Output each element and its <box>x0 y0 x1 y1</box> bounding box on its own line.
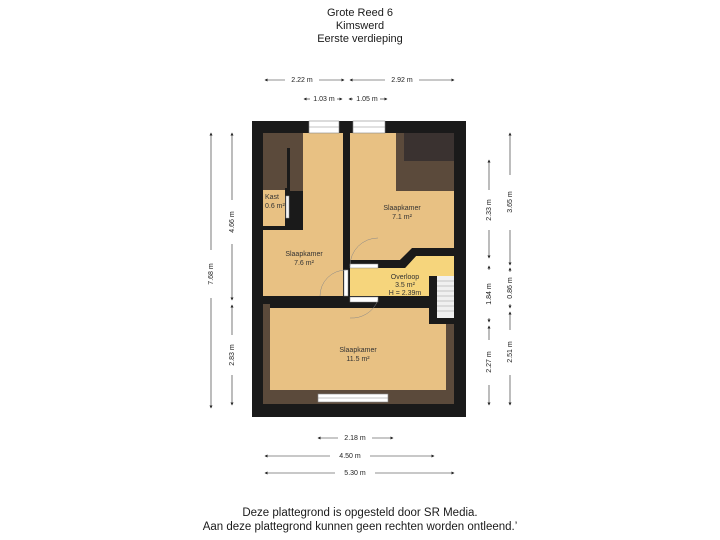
room-height-overloop: H = 2.39m <box>389 290 422 297</box>
dim-left-lower: 2.83 m <box>229 344 236 366</box>
dim-right-middle-outer: 0.86 m <box>507 277 514 299</box>
door-slaapkamer-11-5 <box>349 296 379 303</box>
interior-wall-horizontal <box>263 296 429 304</box>
footer-disclaimer-line2: Aan deze plattegrond kunnen geen rechten… <box>202 521 518 533</box>
dim-right-upper-inner: 2.33 m <box>486 199 493 221</box>
room-floor-slaapkamer-11-5 <box>270 308 446 390</box>
plan-title: Grote Reed 6 <box>326 7 394 19</box>
dim-top-left: 2.22 m <box>291 77 313 84</box>
dim-left-upper: 4.66 m <box>229 211 236 233</box>
room-floor-slaapkamer-7-6 <box>263 133 343 296</box>
kast-wall-bottom <box>263 226 289 230</box>
room-label-slaapkamer-7-1: Slaapkamer <box>383 205 421 212</box>
stair-wall-bottom <box>429 318 454 324</box>
plan-location: Kimswerd <box>335 20 385 32</box>
room-area-overloop: 3.5 m² <box>395 282 416 289</box>
kast-door <box>285 195 290 219</box>
roof-slope-bottom-right <box>446 304 454 390</box>
room-area-kast: 0.6 m² <box>265 203 286 210</box>
chimney-wall <box>287 148 290 192</box>
roof-slope-top-left <box>263 133 303 191</box>
room-area-slaapkamer-7-1: 7.1 m² <box>392 214 413 221</box>
staircase <box>437 276 454 318</box>
dim-bottom-inner: 4.50 m <box>339 453 361 460</box>
room-floor-overloop <box>350 256 454 296</box>
stair-wall <box>429 276 437 320</box>
room-floor-kast <box>263 190 285 226</box>
dim-right-middle-inner: 1.84 m <box>486 283 493 305</box>
footer-disclaimer-line1: Deze plattegrond is opgesteld door SR Me… <box>242 507 478 519</box>
dim-left-total: 7.68 m <box>208 263 215 285</box>
dim-right-lower-outer: 2.51 m <box>507 341 514 363</box>
dim-bottom-total: 5.30 m <box>344 470 366 477</box>
room-label-kast: Kast <box>265 194 279 201</box>
dormer-unit <box>404 133 454 161</box>
interior-wall-vertical <box>343 133 350 270</box>
roof-slope-bottom-left <box>263 304 270 404</box>
dim-top-right: 2.92 m <box>391 77 413 84</box>
plan-floor-level: Eerste verdieping <box>317 33 403 45</box>
dim-top-window-left: 1.03 m <box>313 96 335 103</box>
door-slaapkamer-7-6 <box>343 269 349 297</box>
overloop-wall <box>350 248 454 268</box>
room-label-slaapkamer-11-5: Slaapkamer <box>339 347 377 354</box>
dim-top-window-right: 1.05 m <box>356 96 378 103</box>
room-area-slaapkamer-7-6: 7.6 m² <box>294 260 315 267</box>
door-slaapkamer-7-1 <box>349 263 379 269</box>
dim-right-lower-inner: 2.27 m <box>486 351 493 373</box>
room-floor-slaapkamer-7-1 <box>350 133 454 260</box>
dim-bottom-window: 2.18 m <box>344 435 366 442</box>
room-label-slaapkamer-7-6: Slaapkamer <box>285 251 323 258</box>
room-area-slaapkamer-11-5: 11.5 m² <box>346 356 370 363</box>
dim-right-upper-outer: 3.65 m <box>507 191 514 213</box>
room-label-overloop: Overloop <box>391 274 420 281</box>
